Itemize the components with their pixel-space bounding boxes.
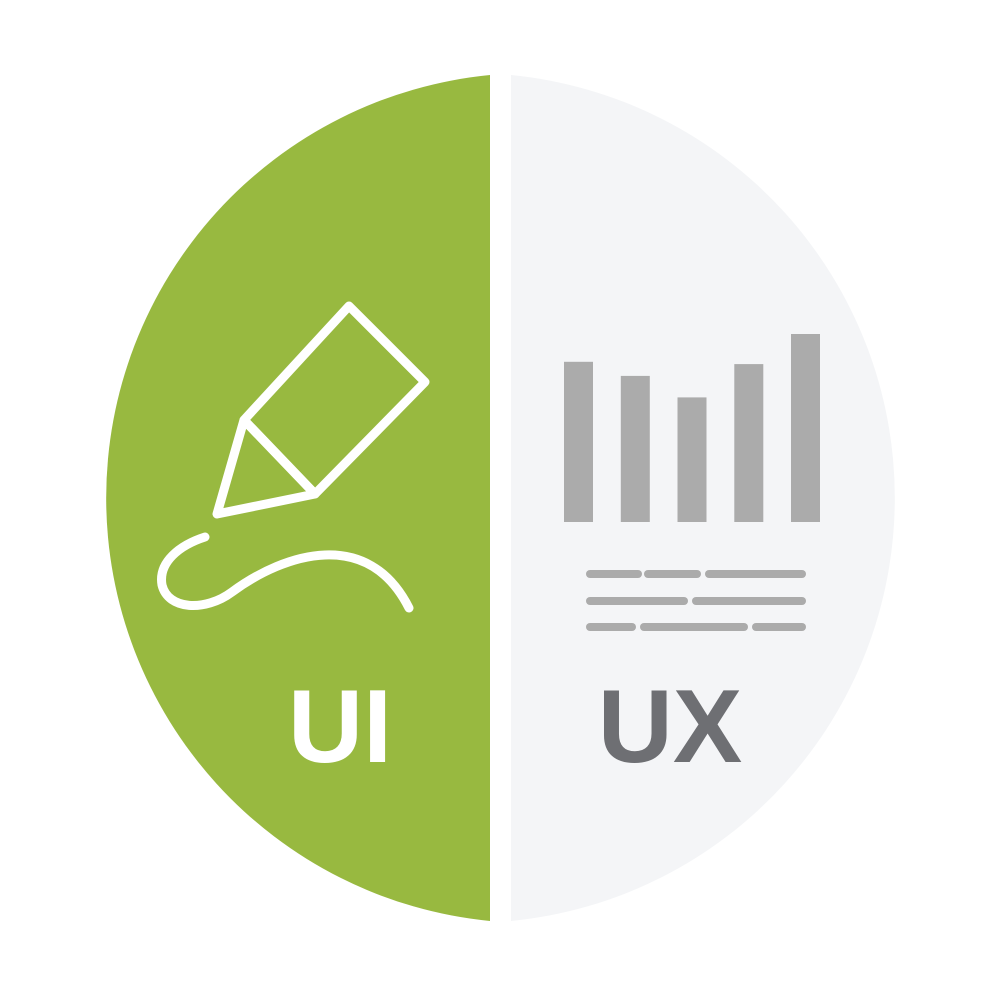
pen-drawing-icon [157, 301, 430, 613]
chart-bar [620, 375, 650, 522]
bar-chart-icon [564, 334, 820, 522]
chart-bar [734, 364, 764, 522]
chart-bar [791, 334, 820, 522]
ui-half: UI [106, 75, 490, 921]
ux-half: UX [511, 75, 895, 921]
chart-bar [677, 397, 707, 522]
ux-label: UX [598, 669, 742, 785]
chart-bar [564, 361, 593, 522]
text-lines-icon [586, 570, 806, 631]
ui-label: UI [288, 669, 392, 785]
